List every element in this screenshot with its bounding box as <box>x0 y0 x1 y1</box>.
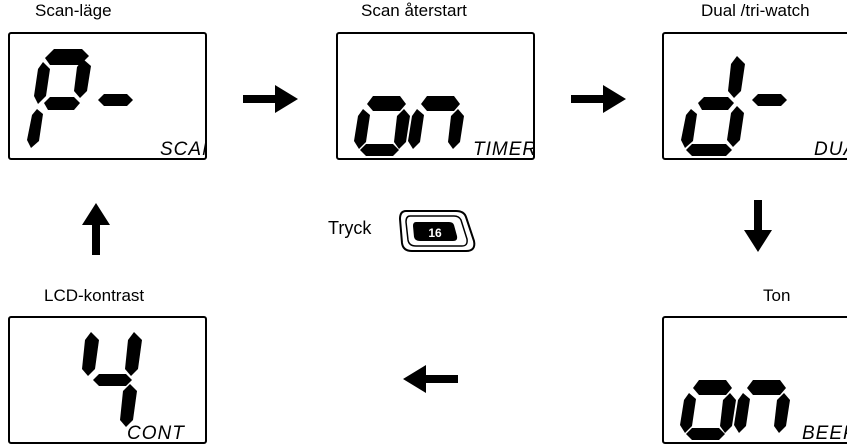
lcd-contrast-value: 4 <box>10 318 11 319</box>
scan-restart-lcd: TIMER on <box>336 32 535 160</box>
dual-watch-lcd: DUAL d- <box>662 32 847 160</box>
dual-watch-value-glyph <box>681 56 787 156</box>
scan-mode-title: Scan-läge <box>35 1 112 20</box>
scan-mode-display: SCAN P- <box>10 34 207 160</box>
scan-restart-value: on <box>338 34 340 35</box>
channel-16-key-label: 16 <box>428 226 442 240</box>
dual-watch-display: DUAL d- <box>664 34 847 160</box>
tone-title: Ton <box>763 286 791 305</box>
tone-unit: BEEP <box>802 423 847 444</box>
scan-mode-value-glyph <box>27 49 133 148</box>
channel-16-key[interactable]: 16 <box>396 205 480 255</box>
dual-watch-title: Dual /tri-watch <box>701 1 810 20</box>
arrow-right-icon <box>571 85 626 113</box>
tone-value-glyph <box>680 380 790 440</box>
press-label: Tryck <box>328 218 372 238</box>
arrow-up-icon <box>82 203 110 255</box>
scan-restart-title: Scan återstart <box>361 1 467 20</box>
tone-display: BEEP on <box>664 318 847 444</box>
scan-restart-display: TIMER on <box>338 34 535 160</box>
lcd-contrast-title: LCD-kontrast <box>44 286 145 305</box>
dual-watch-unit: DUAL <box>814 139 847 160</box>
lcd-contrast-value-glyph <box>82 332 142 427</box>
arrow-down-icon <box>744 200 772 252</box>
tone-lcd: BEEP on <box>662 316 847 444</box>
arrow-left-icon <box>403 365 458 393</box>
tone-value: on <box>664 318 666 319</box>
lcd-contrast-display: CONT 4 <box>10 318 185 444</box>
lcd-contrast-lcd: CONT 4 <box>8 316 207 444</box>
scan-mode-value: P- <box>10 34 12 35</box>
scan-mode-unit: SCAN <box>160 139 207 160</box>
dual-watch-value: d- <box>664 34 666 35</box>
scan-restart-value-glyph <box>354 96 464 156</box>
scan-mode-lcd: SCAN P- <box>8 32 207 160</box>
lcd-contrast-unit: CONT <box>127 423 185 444</box>
arrow-right-icon <box>243 85 298 113</box>
scan-restart-unit: TIMER <box>473 139 535 160</box>
